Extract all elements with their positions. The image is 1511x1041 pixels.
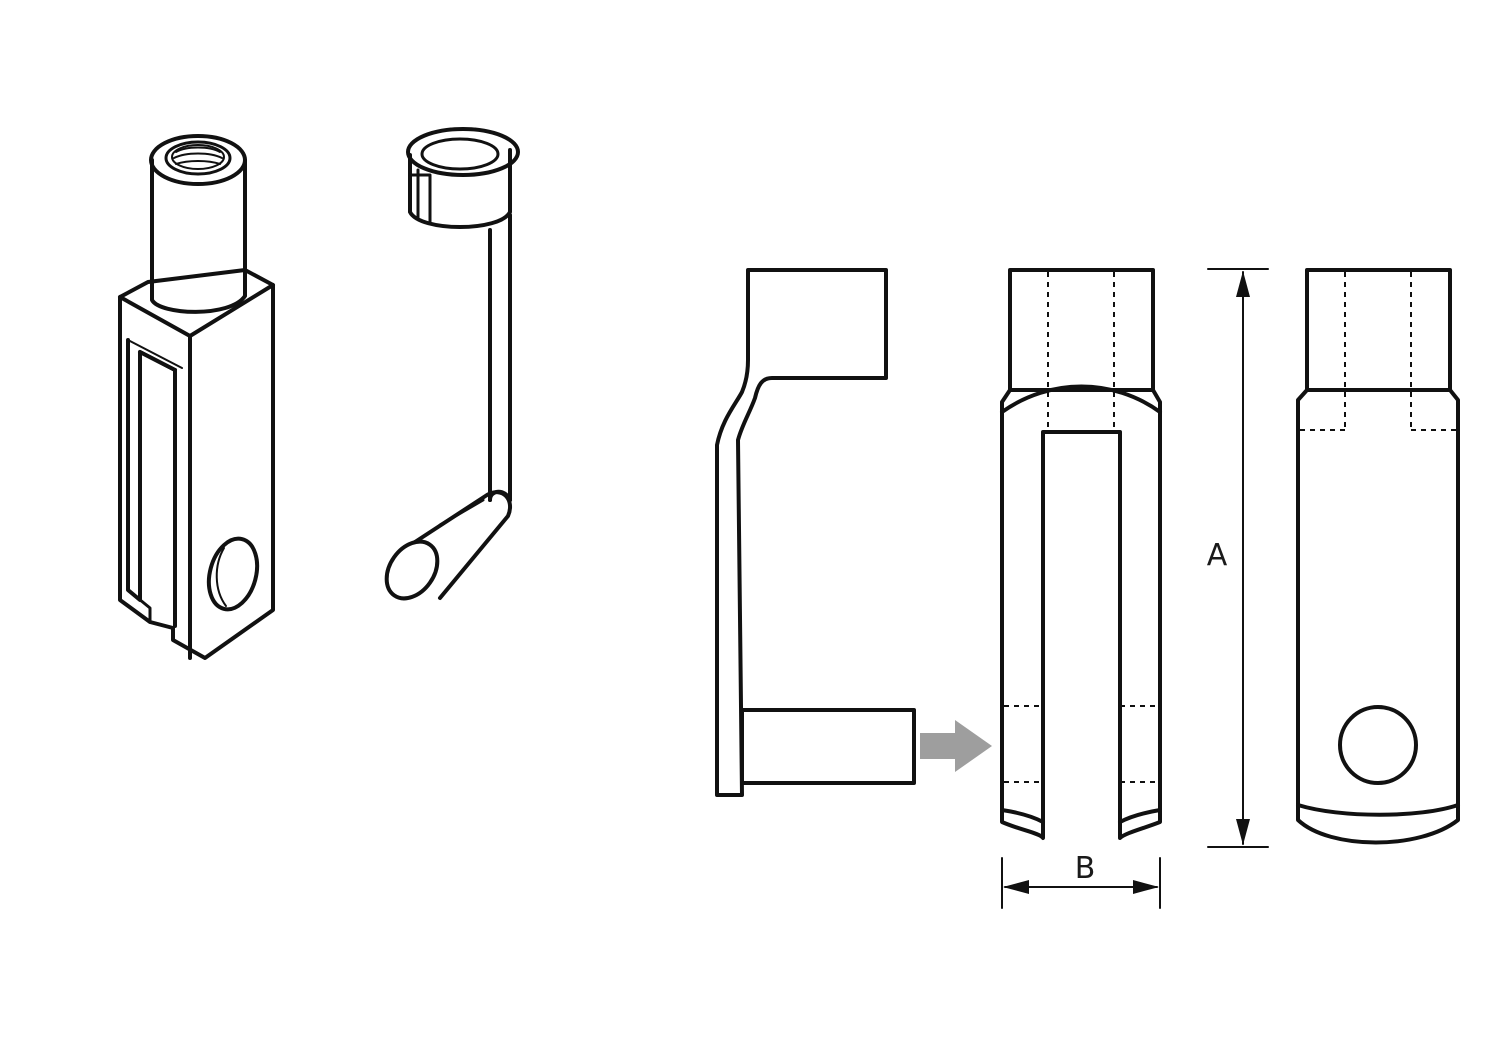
dimension-a: A xyxy=(1207,268,1269,848)
dimension-b-label: B xyxy=(1075,851,1096,886)
insert-direction-arrow xyxy=(920,720,992,772)
clevis-isometric-view xyxy=(118,134,275,660)
clevis-front-view xyxy=(1000,268,1162,840)
dimension-a-label: A xyxy=(1207,538,1228,573)
spring-pin-isometric-view xyxy=(384,127,520,601)
spring-pin-side-view xyxy=(715,268,916,797)
clevis-side-view xyxy=(1296,268,1460,845)
dimension-b: B xyxy=(1001,851,1161,909)
